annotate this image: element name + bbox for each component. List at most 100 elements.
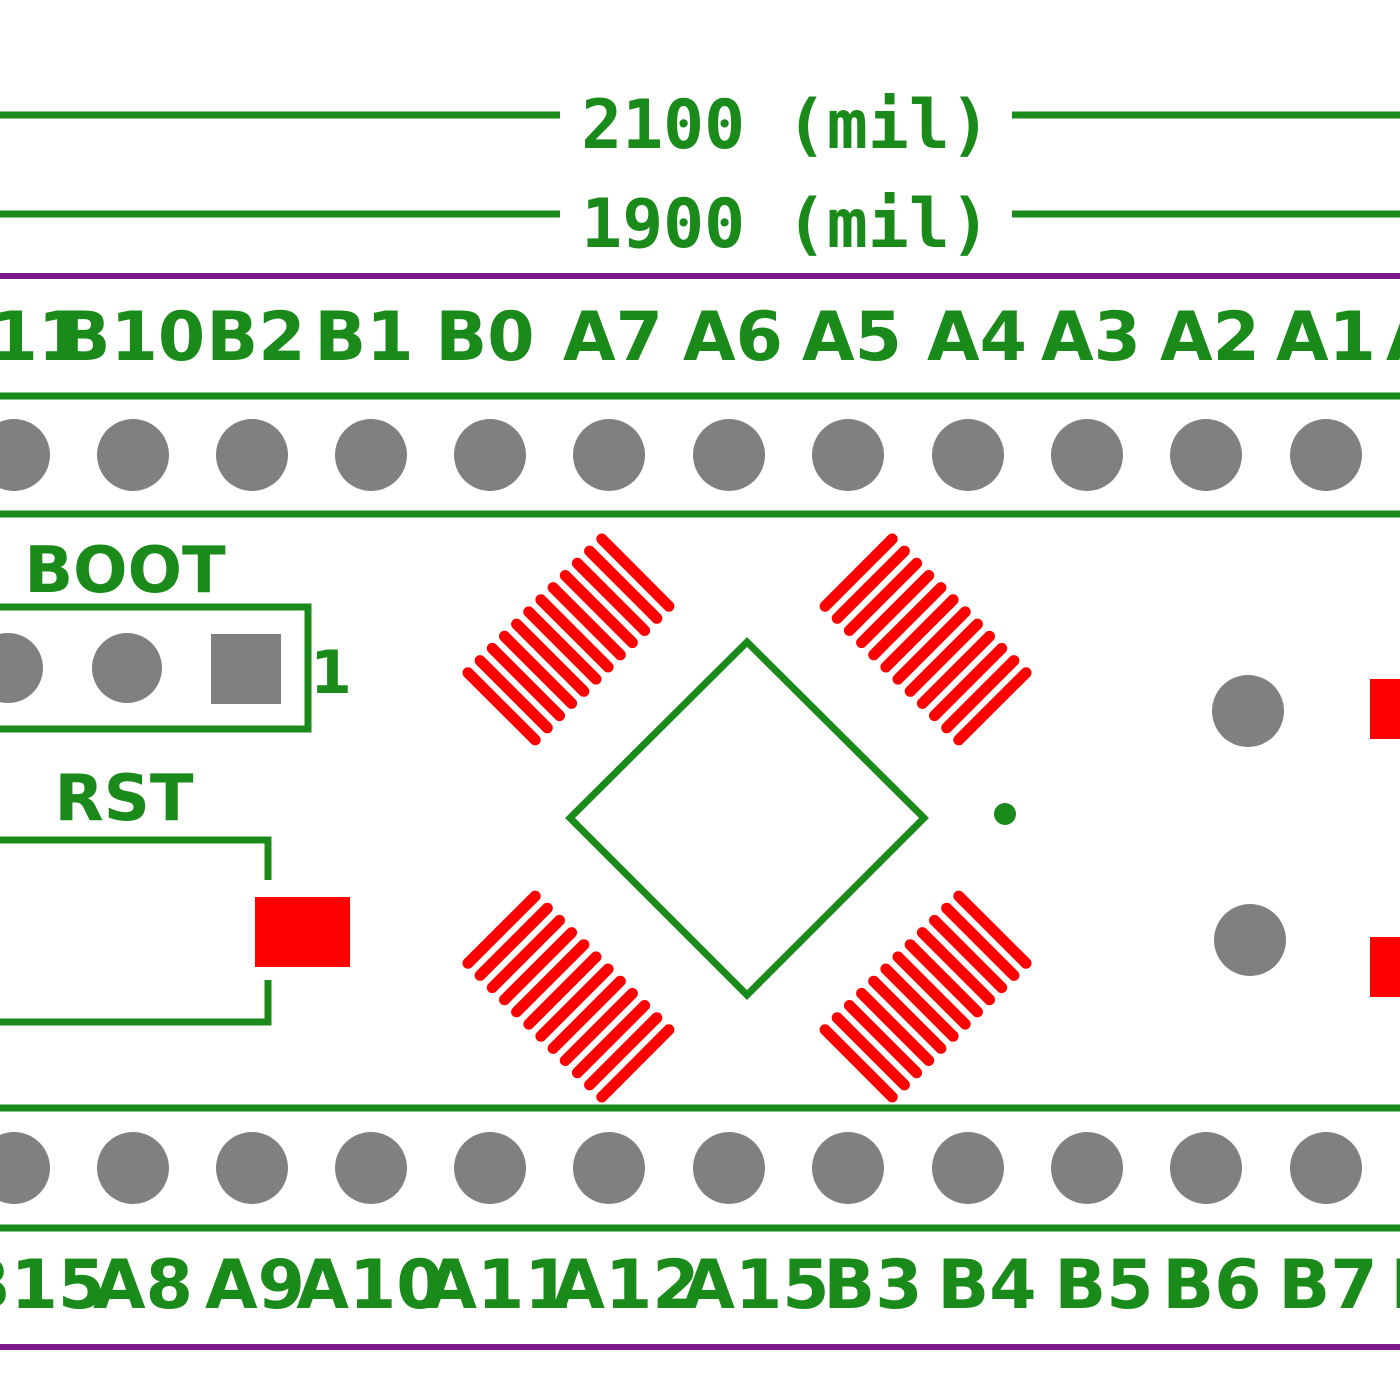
pin1-dot bbox=[994, 803, 1016, 825]
header-pad bbox=[97, 1132, 169, 1204]
chip-lead bbox=[571, 557, 651, 636]
chip-lead bbox=[523, 951, 602, 1030]
chip-lead bbox=[499, 927, 578, 1006]
chip-lead bbox=[571, 1000, 651, 1079]
top-pin-labels: B11 B10 B2 B1 B0 A7 A6 A5 A4 A3 A2 A1 A0 bbox=[0, 298, 1400, 377]
chip-lead bbox=[535, 963, 614, 1042]
bottom-header-pads bbox=[0, 1132, 1362, 1204]
chip-lead bbox=[511, 618, 590, 697]
chip-lead bbox=[856, 987, 935, 1066]
chip-lead bbox=[892, 951, 971, 1030]
chip-lead bbox=[535, 594, 614, 673]
top-pin-label: B1 bbox=[314, 298, 413, 377]
header-pad bbox=[0, 419, 50, 491]
top-pin-label: A3 bbox=[1041, 298, 1141, 377]
chip-lead bbox=[953, 667, 1032, 746]
chip-lead bbox=[880, 594, 959, 673]
reset-label: RST bbox=[54, 762, 193, 836]
header-pad bbox=[1170, 1132, 1242, 1204]
bottom-pin-label: A15 bbox=[682, 1246, 829, 1325]
chip-lead bbox=[856, 570, 935, 649]
bottom-pin-label: B3 bbox=[823, 1246, 922, 1325]
top-pin-label: A1 bbox=[1276, 298, 1376, 377]
bottom-pin-label: B8 bbox=[1390, 1246, 1400, 1325]
top-pin-label: B10 bbox=[59, 298, 205, 377]
header-pad bbox=[1051, 419, 1123, 491]
chip-lead bbox=[953, 890, 1032, 969]
top-pin-label: A6 bbox=[683, 298, 783, 377]
header-pad bbox=[573, 1132, 645, 1204]
chip-lead bbox=[916, 630, 995, 709]
top-pin-label: A7 bbox=[563, 298, 663, 377]
chip-lead bbox=[819, 1024, 898, 1103]
bottom-pin-label: B5 bbox=[1054, 1246, 1153, 1325]
chip-body-outline bbox=[565, 637, 929, 1000]
bottom-pin-label: A11 bbox=[424, 1246, 571, 1325]
chip-lead bbox=[819, 533, 898, 612]
header-pad bbox=[932, 1132, 1004, 1204]
chip-lead bbox=[904, 618, 983, 697]
header-pad bbox=[1051, 1132, 1123, 1204]
bottom-pin-label: B6 bbox=[1162, 1246, 1261, 1325]
dimension-1900: 1900 (mil) bbox=[0, 185, 1400, 264]
chip-lead bbox=[474, 655, 553, 734]
header-pad bbox=[812, 419, 884, 491]
chip-lead bbox=[868, 582, 947, 661]
lqfp48-footprint-icon bbox=[462, 533, 1032, 1103]
header-pad bbox=[0, 1132, 50, 1204]
chip-lead bbox=[474, 902, 553, 981]
chip-lead bbox=[584, 1012, 663, 1091]
chip-lead bbox=[929, 642, 1008, 722]
right-components bbox=[1212, 675, 1400, 997]
chip-lead bbox=[584, 545, 663, 624]
top-pin-label: A5 bbox=[802, 298, 902, 377]
through-hole-pad bbox=[1212, 675, 1284, 747]
top-pin-label: A2 bbox=[1160, 298, 1260, 377]
header-pad bbox=[932, 419, 1004, 491]
chip-lead bbox=[547, 582, 626, 661]
chip-lead bbox=[904, 939, 983, 1018]
boot-jumper: BOOT 1 bbox=[0, 534, 352, 733]
chip-lead bbox=[486, 914, 565, 994]
chip-lead bbox=[559, 987, 638, 1066]
header-pad bbox=[573, 419, 645, 491]
header-pad bbox=[693, 1132, 765, 1204]
header-pad bbox=[1290, 419, 1362, 491]
bottom-pin-label: A10 bbox=[296, 1246, 443, 1325]
header-pad bbox=[1290, 1132, 1362, 1204]
chip-lead bbox=[916, 927, 995, 1006]
pin1-marker: 1 bbox=[310, 638, 352, 708]
chip-lead bbox=[843, 1000, 923, 1079]
bottom-pin-label: A8 bbox=[93, 1246, 193, 1325]
chip-lead bbox=[523, 606, 602, 685]
header-pad bbox=[693, 419, 765, 491]
reset-smd-pad bbox=[255, 897, 350, 967]
header-pad bbox=[97, 419, 169, 491]
dimension-inner-label: 1900 (mil) bbox=[581, 185, 990, 264]
chip-lead bbox=[596, 533, 675, 612]
header-pad bbox=[335, 419, 407, 491]
through-hole-pad bbox=[1214, 904, 1286, 976]
chip-lead bbox=[941, 655, 1020, 734]
chip-lead bbox=[462, 890, 541, 969]
chip-lead bbox=[559, 570, 638, 649]
chip-lead bbox=[486, 642, 565, 722]
header-pad bbox=[454, 1132, 526, 1204]
top-header-pads bbox=[0, 419, 1362, 491]
smd-pad bbox=[1370, 679, 1400, 739]
boot-pad bbox=[92, 633, 162, 703]
smd-pad bbox=[1370, 937, 1400, 997]
chip-lead bbox=[929, 914, 1008, 994]
reset-button-footprint: RST bbox=[0, 762, 350, 1026]
bottom-pin-label: B7 bbox=[1278, 1246, 1377, 1325]
chip-lead bbox=[831, 545, 910, 624]
chip-lead bbox=[499, 630, 578, 709]
chip-lead bbox=[462, 667, 541, 746]
dimension-outer-label: 2100 (mil) bbox=[581, 86, 990, 165]
chip-lead bbox=[511, 939, 590, 1018]
bottom-pin-label: B15 bbox=[0, 1246, 105, 1325]
top-pin-label: B2 bbox=[206, 298, 305, 377]
header-pad bbox=[454, 419, 526, 491]
chip-lead bbox=[547, 975, 626, 1054]
